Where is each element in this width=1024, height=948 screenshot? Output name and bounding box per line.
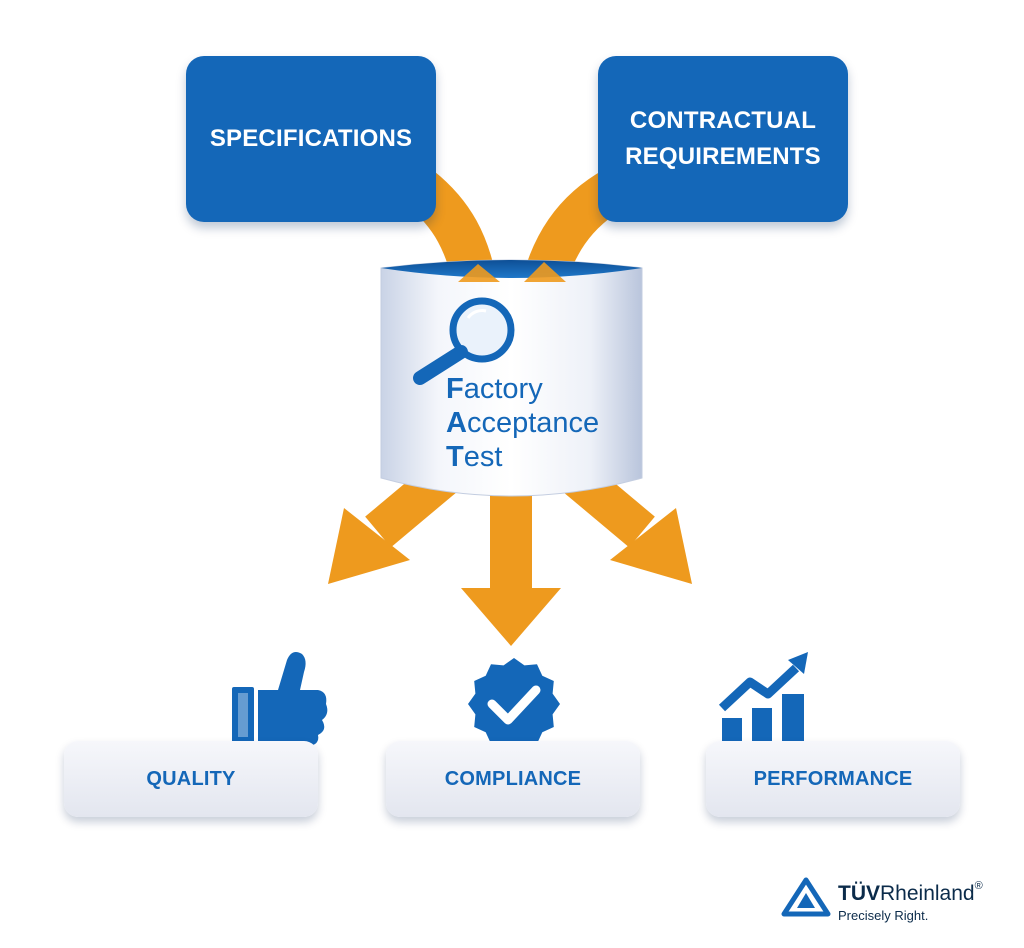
contractual-label-line2: REQUIREMENTS (625, 143, 821, 170)
performance-box: PERFORMANCE (706, 741, 960, 817)
contractual-label-line1: CONTRACTUAL (629, 107, 817, 134)
specifications-label: SPECIFICATIONS (209, 125, 413, 152)
outgoing-arrow-center (461, 480, 561, 646)
performance-label: PERFORMANCE (753, 767, 913, 790)
fat-line-acceptance: Acceptance (446, 407, 600, 439)
quality-box: QUALITY (64, 741, 318, 817)
brand-name: TÜVRheinland® (838, 880, 983, 905)
magnifier-icon (413, 297, 515, 385)
fat-line-test: Test (446, 441, 503, 473)
quality-label: QUALITY (146, 767, 236, 790)
compliance-box: COMPLIANCE (386, 741, 640, 817)
bar-chart-growth-icon (718, 652, 808, 743)
fat-line-factory: Factory (446, 373, 543, 405)
fat-drum (380, 259, 643, 497)
thumbs-up-icon (232, 652, 328, 746)
tuv-triangle-logo-icon (781, 877, 831, 917)
contractual-requirements-box: CONTRACTUAL REQUIREMENTS (598, 56, 848, 222)
fat-title: Factory Acceptance Test (446, 372, 646, 474)
brand-tagline: Precisely Right. (838, 908, 929, 923)
specifications-box: SPECIFICATIONS (186, 56, 436, 222)
compliance-label: COMPLIANCE (444, 767, 582, 790)
check-badge-icon (468, 658, 560, 750)
